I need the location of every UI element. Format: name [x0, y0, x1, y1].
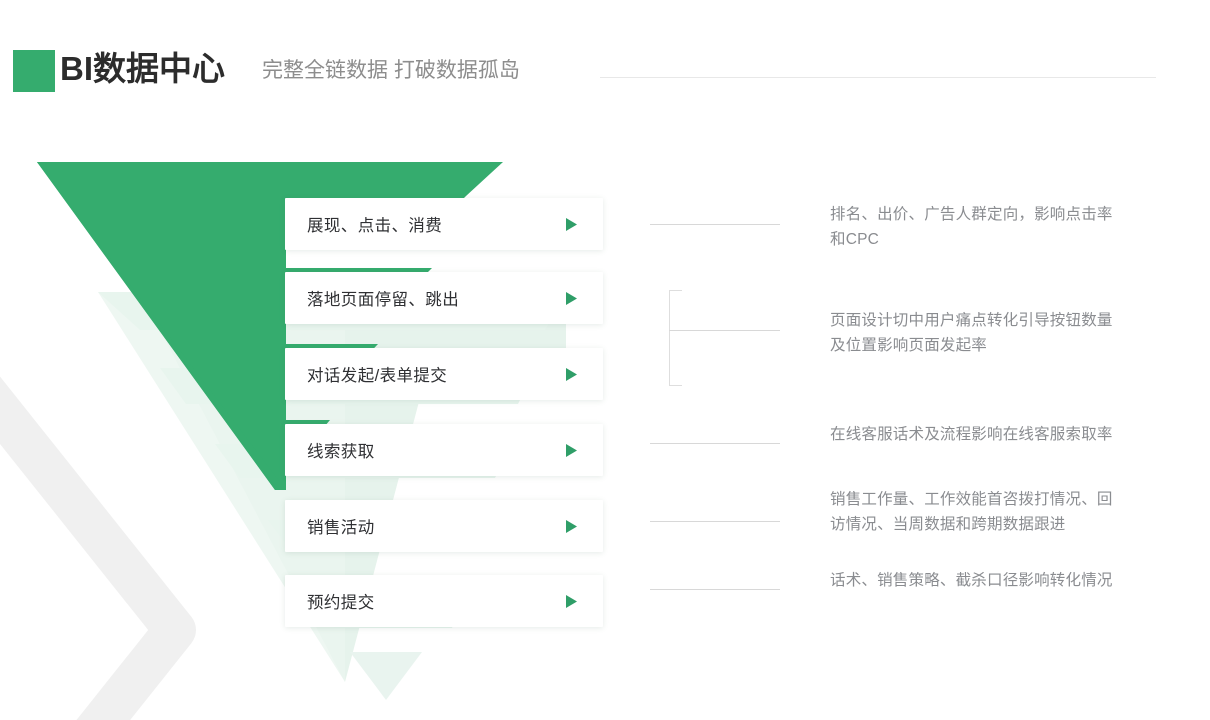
- play-triangle-icon[interactable]: [566, 198, 577, 250]
- connector-line-4: [650, 521, 780, 522]
- funnel-stage-card-2[interactable]: 落地页面停留、跳出: [285, 272, 603, 324]
- chevron-watermark-icon: [0, 376, 196, 720]
- page-subtitle: 完整全链数据 打破数据孤岛: [262, 59, 520, 82]
- annotation-text-4: 销售工作量、工作效能首咨拨打情况、回访情况、当周数据和跨期数据跟进: [830, 491, 1113, 533]
- connector-line-1: [650, 224, 780, 225]
- play-triangle-icon[interactable]: [566, 575, 577, 627]
- funnel-stage-card-6[interactable]: 预约提交: [285, 575, 603, 627]
- funnel-stage-label: 销售活动: [307, 519, 375, 537]
- funnel-stage-label: 落地页面停留、跳出: [307, 291, 460, 309]
- funnel-stage-label: 线索获取: [307, 443, 375, 461]
- play-triangle-icon[interactable]: [566, 272, 577, 324]
- play-triangle-icon[interactable]: [566, 348, 577, 400]
- play-triangle-icon[interactable]: [566, 424, 577, 476]
- page-header: BI数据中心 完整全链数据 打破数据孤岛: [0, 0, 1210, 120]
- header-divider: [600, 77, 1156, 78]
- play-triangle-icon[interactable]: [566, 500, 577, 552]
- funnel-stage-card-3[interactable]: 对话发起/表单提交: [285, 348, 603, 400]
- connector-line-3: [650, 443, 780, 444]
- annotation-text-2: 页面设计切中用户痛点转化引导按钮数量及位置影响页面发起率: [830, 312, 1113, 354]
- funnel-stage-label: 对话发起/表单提交: [307, 367, 448, 385]
- funnel-stage-label: 预约提交: [307, 594, 375, 612]
- annotation-text-5: 话术、销售策略、截杀口径影响转化情况: [830, 572, 1113, 589]
- funnel-stage-card-1[interactable]: 展现、点击、消费: [285, 198, 603, 250]
- annotation-text-3: 在线客服话术及流程影响在线客服索取率: [830, 426, 1113, 443]
- brand-accent-block: [13, 50, 55, 92]
- funnel-stage-card-5[interactable]: 销售活动: [285, 500, 603, 552]
- funnel-stage-card-4[interactable]: 线索获取: [285, 424, 603, 476]
- funnel-stage-label: 展现、点击、消费: [307, 217, 443, 235]
- page-title: BI数据中心: [60, 50, 225, 87]
- connector-line-2: [669, 330, 780, 331]
- connector-bracket-2: [669, 290, 683, 386]
- annotation-text-1: 排名、出价、广告人群定向，影响点击率和CPC: [830, 206, 1113, 248]
- connector-line-5: [650, 589, 780, 590]
